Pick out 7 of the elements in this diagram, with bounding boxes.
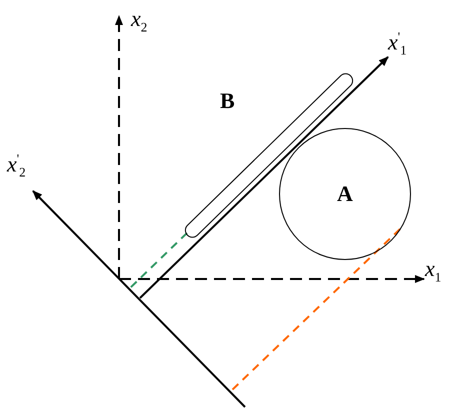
projection-line xyxy=(128,232,188,290)
region-label: B xyxy=(220,90,235,112)
circle-region xyxy=(279,128,411,260)
region-label: A xyxy=(337,181,353,207)
projection-line xyxy=(230,228,401,392)
axis-label: x$_{1}$ xyxy=(425,258,442,284)
axis-label: x$_{2}$ xyxy=(131,8,148,34)
